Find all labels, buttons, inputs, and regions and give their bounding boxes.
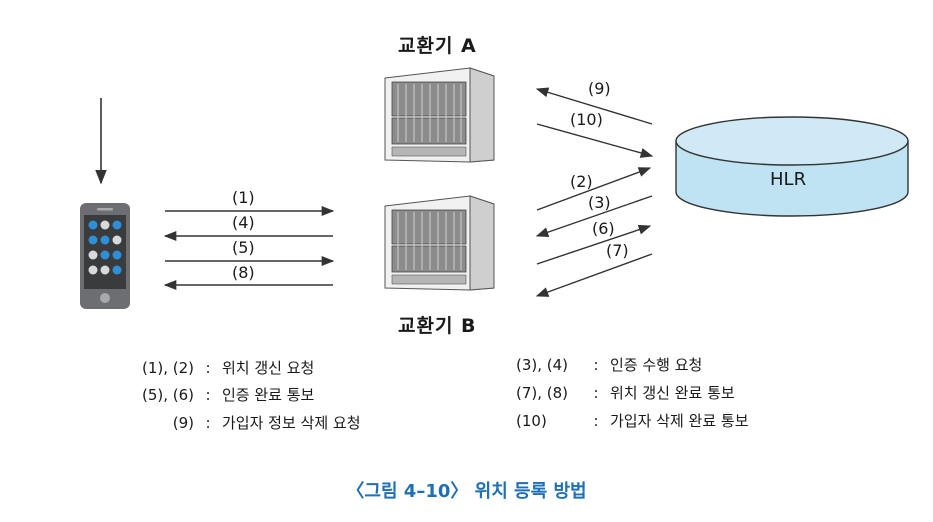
arrow-2 xyxy=(536,167,652,211)
arrow-7-label: (7) xyxy=(606,241,629,260)
arrow-9-label: (9) xyxy=(588,79,611,98)
legend-text: 가입자 정보 삭제 요청 xyxy=(222,414,361,432)
switch-b-title: 교환기 B xyxy=(398,315,477,337)
switch-b-icon xyxy=(384,195,495,291)
figure-number: 〈그림 4–10〉 xyxy=(346,481,469,502)
legend-left-item: (1), (2): 위치 갱신 요청 xyxy=(112,357,314,378)
legend-right-item: (3), (4): 인증 수행 요청 xyxy=(516,354,702,375)
legend-colon: : xyxy=(593,356,599,374)
legend-left-item: (5), (6): 인증 완료 통보 xyxy=(112,384,314,405)
legend-right-item: (10): 가입자 삭제 완료 통보 xyxy=(516,410,749,431)
legend-key: (5), (6) xyxy=(141,386,194,404)
arrow-2-label: (2) xyxy=(570,172,593,191)
hlr-database-icon xyxy=(675,116,909,217)
hlr-label: HLR xyxy=(770,169,807,190)
arrow-3-label: (3) xyxy=(588,193,611,212)
switch-a-icon xyxy=(384,67,495,163)
legend-text: 가입자 삭제 완료 통보 xyxy=(610,412,749,430)
arrow-8-label: (8) xyxy=(232,263,255,282)
legend-key: (3), (4) xyxy=(516,356,569,374)
arrow-6-label: (6) xyxy=(592,219,615,238)
legend-colon: : xyxy=(205,414,211,432)
switch-a-title: 교환기 A xyxy=(398,35,477,57)
arrow-3 xyxy=(535,195,653,238)
arrow-1-label: (1) xyxy=(232,188,255,207)
arrow-5-label: (5) xyxy=(232,238,255,257)
mobile-phone-icon xyxy=(80,203,130,309)
legend-colon: : xyxy=(593,412,599,430)
arrow-10 xyxy=(536,123,654,158)
legend-text: 인증 수행 요청 xyxy=(610,356,703,374)
legend-colon: : xyxy=(205,386,211,404)
arrow-4-label: (4) xyxy=(232,213,255,232)
arrow-9 xyxy=(535,87,653,125)
legend-text: 위치 갱신 완료 통보 xyxy=(610,384,735,402)
legend-key: (7), (8) xyxy=(516,384,569,402)
legend-text: 위치 갱신 요청 xyxy=(222,359,315,377)
legend-right-item: (7), (8): 위치 갱신 완료 통보 xyxy=(516,382,735,403)
arrow-6 xyxy=(536,224,652,265)
legend-left-item: (9): 가입자 정보 삭제 요청 xyxy=(112,412,361,433)
legend-key: (9) xyxy=(172,414,194,432)
figure-title: 위치 등록 방법 xyxy=(474,481,587,502)
legend-key: (1), (2) xyxy=(141,359,194,377)
arrow-7 xyxy=(535,253,653,297)
legend-text: 인증 완료 통보 xyxy=(222,386,315,404)
legend-key: (10) xyxy=(516,412,547,430)
legend-colon: : xyxy=(205,359,211,377)
legend-colon: : xyxy=(593,384,599,402)
figure-caption: 〈그림 4–10〉 위치 등록 방법 xyxy=(0,477,933,503)
arrow-10-label: (10) xyxy=(570,110,603,129)
